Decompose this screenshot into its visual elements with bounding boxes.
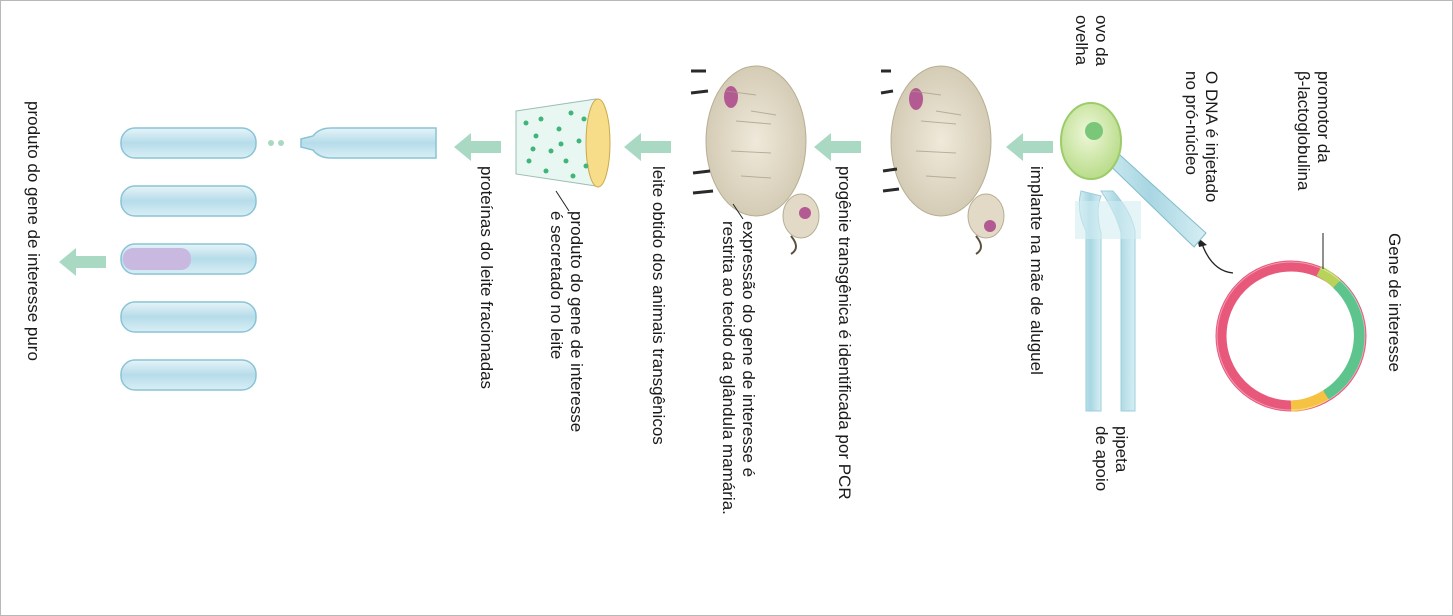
injection-arrow — [1201, 241, 1233, 273]
sheep-icon — [881, 66, 1004, 254]
milk-cup-icon — [516, 99, 610, 211]
holding-pipette — [1075, 191, 1141, 411]
plasmid-icon — [1217, 262, 1365, 410]
test-tube-icon — [121, 128, 436, 390]
egg-icon — [1061, 103, 1121, 179]
